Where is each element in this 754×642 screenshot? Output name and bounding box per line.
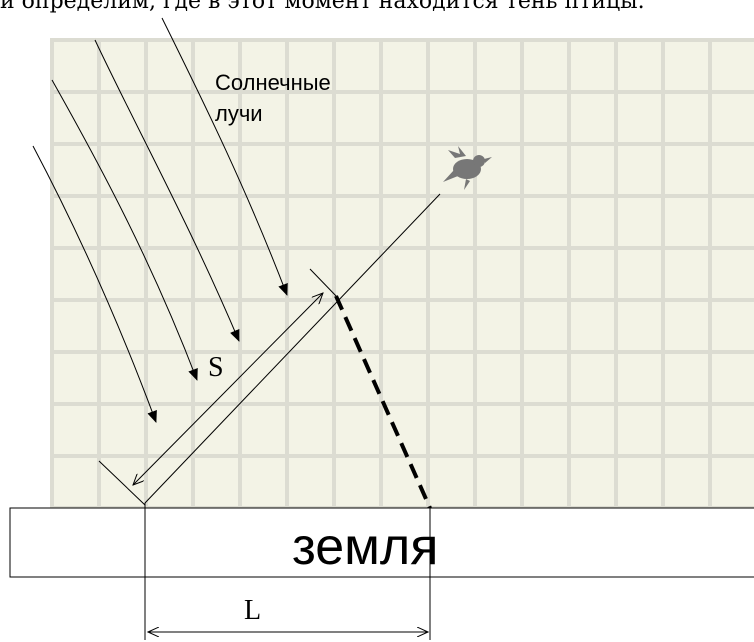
bird-icon: [443, 146, 492, 190]
ground-label: земля: [292, 518, 438, 576]
grid-background: [52, 38, 754, 508]
s-label: S: [208, 352, 224, 383]
sun-rays-label-line1: Солнечные: [215, 70, 331, 95]
s-dimension-line: [133, 293, 323, 485]
s-tick-top: [309, 268, 339, 299]
sun-ray-4: [161, 17, 288, 296]
s-tick-bottom: [98, 460, 146, 506]
ground-rect: [9, 507, 754, 578]
shadow-line: [334, 295, 432, 509]
l-label: L: [244, 595, 261, 626]
caption-fragment: и определим, где в этот момент находится…: [0, 0, 645, 14]
sun-rays-label-line2: лучи: [215, 101, 263, 126]
